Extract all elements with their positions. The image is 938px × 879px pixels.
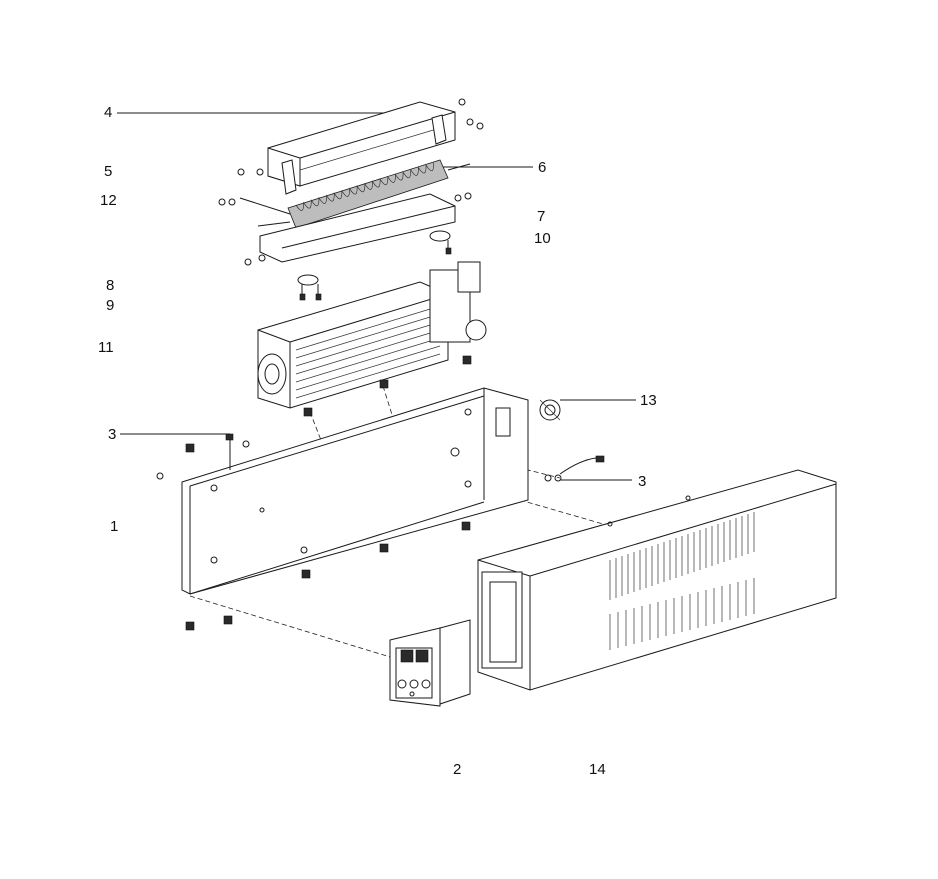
heater-bracket (237, 98, 484, 195)
label-part-10: 10 (534, 230, 551, 247)
thermostats (297, 230, 452, 301)
label-part-12: 12 (100, 192, 117, 209)
dial-knob (539, 399, 561, 421)
label-part-4: 4 (104, 104, 113, 121)
label-part-2: 2 (453, 761, 462, 778)
outer-cabinet (477, 469, 837, 691)
heating-coil (218, 159, 471, 229)
label-part-9: 9 (106, 297, 115, 314)
label-part-3-right: 3 (638, 473, 647, 490)
label-part-3-left: 3 (108, 426, 117, 443)
blower-fan (257, 261, 487, 417)
label-part-5: 5 (104, 163, 113, 180)
label-part-6: 6 (538, 159, 547, 176)
lower-bracket (244, 192, 472, 266)
back-panel (181, 387, 529, 595)
fasteners (156, 433, 605, 631)
label-part-14: 14 (589, 761, 606, 778)
label-part-11: 11 (98, 339, 114, 356)
label-part-13: 13 (640, 392, 657, 409)
label-part-1: 1 (110, 518, 119, 535)
label-part-7: 7 (537, 208, 546, 225)
control-panel (389, 619, 471, 707)
label-part-8: 8 (106, 277, 115, 294)
